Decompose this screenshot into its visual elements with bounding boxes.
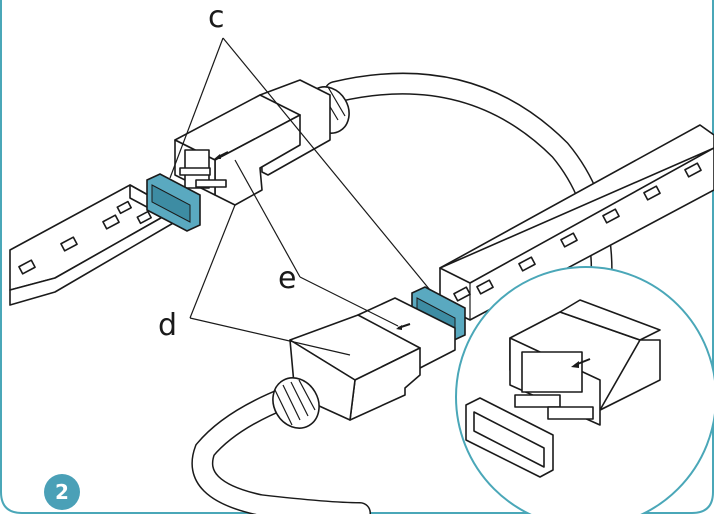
label-e: e	[278, 261, 296, 296]
connector-upper	[174, 79, 350, 206]
step-number: 2	[55, 480, 69, 504]
led-strip-left	[9, 184, 176, 306]
step-badge: 2	[44, 474, 80, 510]
leader-lines	[169, 37, 431, 356]
connector-lower	[272, 297, 456, 429]
end-cap-left	[146, 173, 201, 232]
strain-relief-lower	[272, 377, 320, 429]
cable-loop-front	[191, 387, 371, 514]
zoom-detail	[455, 266, 714, 514]
label-d: d	[158, 308, 177, 343]
label-c: c	[208, 0, 225, 35]
